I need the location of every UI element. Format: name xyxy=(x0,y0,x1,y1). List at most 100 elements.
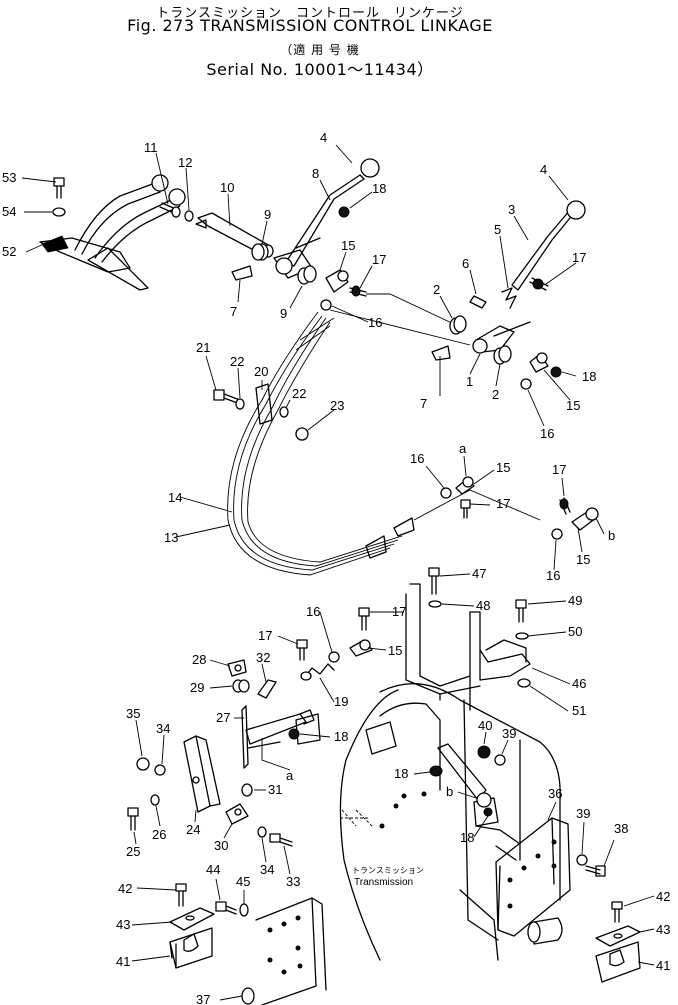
washer-39-left xyxy=(494,754,506,766)
block-41-left xyxy=(169,927,213,969)
callout-44: 44 xyxy=(206,862,220,877)
callout-15e: 15 xyxy=(388,643,402,658)
callout-48: 48 xyxy=(476,598,490,613)
joint-15-right xyxy=(529,352,549,373)
lever-base-1 xyxy=(472,321,531,354)
callout-3: 3 xyxy=(508,202,515,217)
washer-34-right xyxy=(257,826,267,838)
nut-16-mid xyxy=(328,651,340,663)
washer-34-left xyxy=(154,764,166,776)
callout-27: 27 xyxy=(216,710,230,725)
callout-2b: 2 xyxy=(492,387,499,402)
callout-16d: 16 xyxy=(546,568,560,583)
figure-title: Fig. 273 TRANSMISSION CONTROL LINKAGE xyxy=(127,16,493,35)
callout-54: 54 xyxy=(2,204,16,219)
joint-15-a xyxy=(455,476,475,495)
bracket-b xyxy=(437,743,493,817)
callout-24: 24 xyxy=(186,822,200,837)
callout-40: 40 xyxy=(478,718,492,733)
bushing-31 xyxy=(241,783,253,797)
pin-6 xyxy=(469,295,487,309)
lever-8 xyxy=(273,158,380,279)
bolt-49 xyxy=(515,599,527,623)
callout-5: 5 xyxy=(494,222,501,237)
callout-15b: 15 xyxy=(566,398,580,413)
transmission-label-en: Transmission xyxy=(354,877,413,888)
lever-27 xyxy=(241,705,315,769)
callout-b2: b xyxy=(446,784,453,799)
bolt-11 xyxy=(159,202,181,218)
callout-16c: 16 xyxy=(410,451,424,466)
washer-54 xyxy=(52,207,66,217)
callout-39a: 39 xyxy=(502,726,516,741)
flange-37 xyxy=(241,897,327,1005)
bolt-17-left-mid xyxy=(296,639,308,661)
callout-17b: 17 xyxy=(572,250,586,265)
callout-12: 12 xyxy=(178,155,192,170)
clip-7-right xyxy=(431,345,451,361)
washer-22-left xyxy=(235,398,245,410)
callout-labels: 53 11 12 10 4 8 18 4 54 52 9 7 9 15 17 1… xyxy=(2,130,670,1005)
transmission-label-jp: トランスミッション xyxy=(352,866,424,875)
callout-34b: 34 xyxy=(260,862,274,877)
plate-32 xyxy=(257,679,277,699)
link-line-27-a xyxy=(261,738,291,771)
callout-10: 10 xyxy=(220,180,234,195)
bushing-9-lower xyxy=(297,265,317,285)
callout-21: 21 xyxy=(196,340,210,355)
bolt-17-b xyxy=(559,497,571,515)
callout-14: 14 xyxy=(168,490,182,505)
callout-a1: a xyxy=(459,441,467,456)
callout-2a: 2 xyxy=(433,282,440,297)
callout-41a: 41 xyxy=(116,954,130,969)
bolt-42-right xyxy=(611,901,623,923)
callout-50: 50 xyxy=(568,624,582,639)
bushing-29 xyxy=(232,679,250,693)
cables-13-14 xyxy=(227,311,415,576)
nut-16-a xyxy=(440,487,452,499)
bushing-2-upper xyxy=(449,315,467,335)
washer-12 xyxy=(184,210,194,222)
callout-20: 20 xyxy=(254,364,268,379)
callout-6: 6 xyxy=(462,256,469,271)
callout-7b: 7 xyxy=(420,396,427,411)
bolt-25 xyxy=(127,807,139,831)
callout-18d: 18 xyxy=(394,766,408,781)
nut-18-upper xyxy=(338,206,350,218)
callout-34a: 34 xyxy=(156,721,170,736)
washer-39-right xyxy=(576,854,588,866)
spring-19 xyxy=(300,663,335,681)
lever-3 xyxy=(511,200,586,291)
link-line-16-1 xyxy=(329,309,471,346)
callout-11: 11 xyxy=(144,140,158,155)
bushing-9-upper xyxy=(251,243,269,261)
nut-35 xyxy=(136,757,150,771)
callout-16b: 16 xyxy=(540,426,554,441)
callout-43b: 43 xyxy=(656,922,670,937)
nut-23 xyxy=(295,427,309,441)
title-japanese: トランスミッション コントロール リンケージ xyxy=(156,6,464,21)
callout-29: 29 xyxy=(190,680,204,695)
washer-26 xyxy=(150,794,160,806)
bolt-42-left xyxy=(175,883,187,907)
callout-15d: 15 xyxy=(576,552,590,567)
callout-8: 8 xyxy=(312,166,319,181)
joint-15-upper xyxy=(325,269,349,293)
flange-36 xyxy=(495,817,571,945)
callout-18e: 18 xyxy=(460,830,474,845)
bolt-17-a xyxy=(460,499,471,519)
callout-15c: 15 xyxy=(496,460,510,475)
clamp-30 xyxy=(225,803,249,825)
callout-33: 33 xyxy=(286,874,300,889)
callout-18b: 18 xyxy=(582,369,596,384)
nut-16-upper xyxy=(320,299,332,311)
bolt-47 xyxy=(428,567,440,595)
callout-a2: a xyxy=(286,768,294,783)
nut-40 xyxy=(477,745,491,759)
callout-38: 38 xyxy=(614,821,628,836)
washer-22-right xyxy=(279,406,289,418)
nut-18-mid xyxy=(288,728,300,740)
clip-7-left xyxy=(231,265,253,281)
